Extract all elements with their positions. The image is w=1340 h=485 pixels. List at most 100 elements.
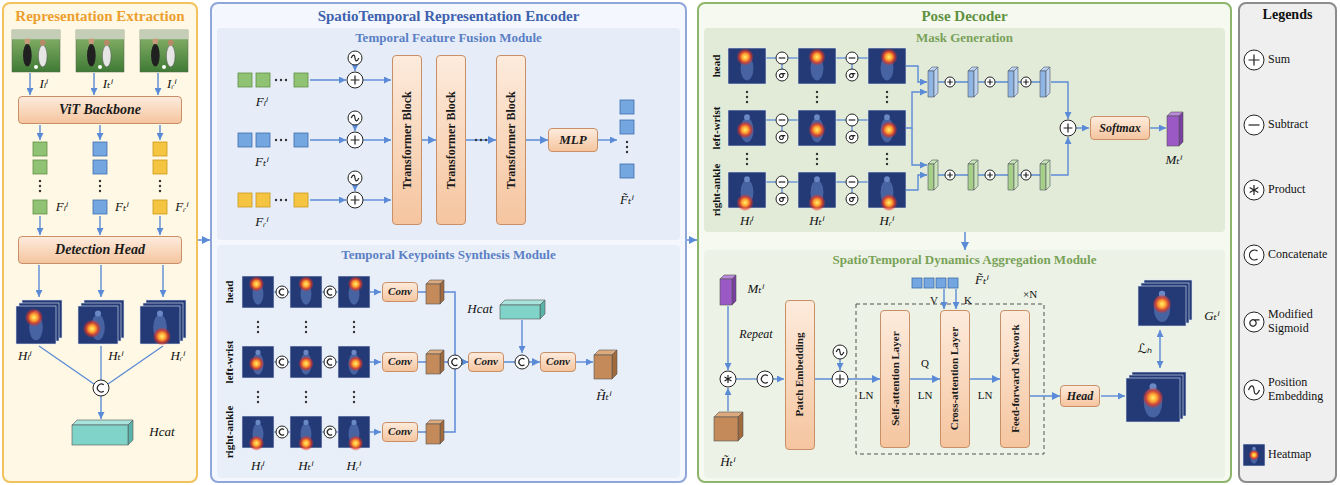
flow-arrow <box>370 361 381 362</box>
operator-symbol <box>347 192 363 208</box>
feature-token <box>256 193 270 207</box>
feature-token <box>294 73 308 87</box>
operator-symbol <box>945 77 955 87</box>
ellipsis-dot <box>886 163 888 165</box>
feature-token <box>620 100 634 114</box>
heatmap <box>78 306 118 344</box>
ellipsis-dot <box>886 153 888 155</box>
box-label: Conv <box>388 425 412 438</box>
operator-symbol <box>324 286 336 298</box>
mlp-box: MLP <box>548 128 598 152</box>
heatmap <box>744 114 750 120</box>
feature-token <box>294 133 308 147</box>
heatmap <box>1126 378 1180 422</box>
feature-slab <box>1014 67 1018 97</box>
operator-glyph <box>1023 172 1029 178</box>
operator-symbol <box>324 356 336 368</box>
tensor-block <box>714 417 738 441</box>
heatmap <box>1243 444 1265 466</box>
box-label: Conv <box>388 285 412 298</box>
operator-symbol <box>347 132 363 148</box>
video-frame <box>12 30 60 72</box>
operator-symbol <box>515 355 529 369</box>
heatmap <box>798 48 836 84</box>
feature-slab <box>1008 160 1018 190</box>
flow-arrow <box>363 79 391 80</box>
operator-glyph <box>987 79 993 85</box>
operator-glyph <box>849 198 855 202</box>
row-label: left-wrist <box>223 341 235 384</box>
feature-token <box>294 193 308 207</box>
heatmap <box>255 350 260 355</box>
connector-arrow <box>198 239 210 241</box>
ellipsis-dot <box>275 199 277 201</box>
tensor-block <box>1167 116 1179 146</box>
feature-token <box>620 120 634 134</box>
transformer-block: Transformer Block <box>392 55 422 225</box>
flow-arrow <box>943 289 944 309</box>
operator-symbol <box>832 371 848 387</box>
panel-title: Temporal Keypoints Synthesis Module <box>341 245 555 263</box>
panel-title: Representation Extraction <box>15 4 184 25</box>
heatmap <box>798 110 836 146</box>
heatmap <box>351 420 356 425</box>
operator-symbol <box>348 51 362 65</box>
operator-symbol <box>720 371 736 387</box>
heatmap <box>25 308 43 326</box>
feature-slab <box>934 160 938 190</box>
heatmap <box>83 320 101 338</box>
flow-line <box>836 57 868 58</box>
tensor-block <box>500 300 545 319</box>
heatmap <box>884 176 890 182</box>
video-frame <box>76 30 124 72</box>
feature-slab <box>1046 67 1050 97</box>
operator-symbol <box>1244 50 1264 70</box>
flow-arrow <box>310 79 346 80</box>
operator-symbol <box>347 192 363 208</box>
row-label: right-ankle <box>710 164 722 217</box>
tensor-block <box>594 350 617 379</box>
panel-title: SpatioTemporal Representation Encoder <box>318 4 580 25</box>
operator-symbol <box>776 131 788 143</box>
flow-arrow <box>906 175 927 190</box>
heatmap <box>868 172 906 211</box>
heatmap-stack <box>140 300 186 346</box>
heatmap <box>1252 447 1256 451</box>
heatmap <box>298 356 313 371</box>
heatmap <box>242 416 274 451</box>
heatmap <box>884 114 890 120</box>
operator-symbol <box>347 72 363 88</box>
heatmap <box>728 48 766 84</box>
heatmap <box>290 416 322 451</box>
heatmap-stack <box>78 300 124 344</box>
variable-label: Hₜⁱ <box>108 349 124 363</box>
tensor-block <box>72 420 133 445</box>
heatmap <box>303 350 308 355</box>
variable-label: Fₜⁱ <box>255 155 269 169</box>
heatmap <box>808 194 825 211</box>
operator-symbol <box>276 426 288 438</box>
flow-arrow <box>93 73 94 95</box>
flow-arrow <box>906 92 927 128</box>
ellipsis-dot <box>816 163 818 165</box>
flow-arrow <box>310 139 346 140</box>
heatmap <box>1138 286 1186 326</box>
operator-glyph <box>452 359 458 366</box>
flow-arrow <box>39 125 40 140</box>
operator-glyph <box>351 136 360 145</box>
operator-glyph <box>1249 386 1260 394</box>
repeat-frame <box>856 304 1044 454</box>
ellipsis-dot <box>285 199 287 201</box>
heatmap <box>348 436 363 451</box>
flow-arrow <box>363 139 391 140</box>
flow-arrow <box>99 125 100 140</box>
video-frame <box>140 30 188 72</box>
feature-slab <box>928 71 934 97</box>
heatmap <box>736 194 753 211</box>
aggregation-illustration <box>714 275 1192 454</box>
note-label: V <box>930 294 938 306</box>
operator-symbol <box>846 176 858 188</box>
connector-arrow <box>526 139 548 141</box>
operator-symbol <box>945 170 955 180</box>
